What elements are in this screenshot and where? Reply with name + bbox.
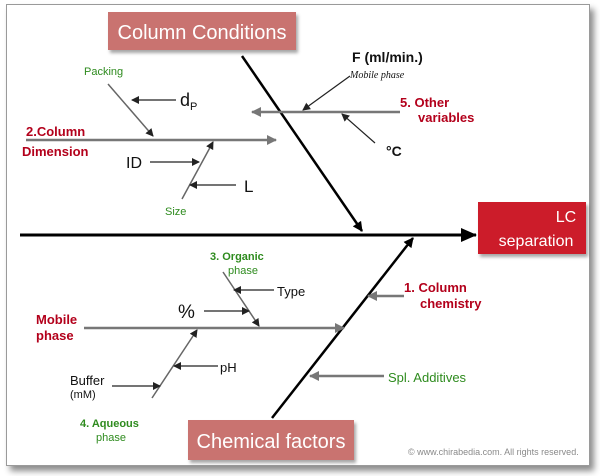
buffer-label-2: (mM): [70, 389, 96, 401]
size-branch: [181, 141, 214, 200]
organic-phase-label-1: 3. Organic: [210, 251, 264, 263]
aqueous-phase-branch: [151, 329, 198, 399]
dp-label: dP: [180, 90, 197, 113]
bottom-header-box: [188, 420, 354, 460]
bottom-header-label: Chemical factors: [197, 431, 346, 453]
packing-branch: [107, 83, 154, 137]
buffer-label-1: Buffer: [70, 373, 105, 388]
top-header-label: Column Conditions: [118, 22, 287, 44]
column-chemistry-label-1: 1. Column: [404, 280, 467, 295]
column-chemistry-label-2: chemistry: [420, 296, 482, 311]
percent-label: %: [178, 302, 195, 323]
aqueous-phase-label-1: 4. Aqueous: [80, 418, 139, 430]
mobile-phase-label-2: phase: [36, 328, 74, 343]
copyright-text: © www.chirabedia.com. All rights reserve…: [408, 447, 579, 457]
effect-label-line2: separation: [499, 233, 574, 250]
effect-box: [478, 202, 586, 254]
additives-label: Spl. Additives: [388, 370, 467, 385]
column-dimension-label-1: 2.Column: [26, 124, 85, 139]
temperature-arrow: [341, 113, 376, 144]
flow-label: F (ml/min.): [352, 49, 423, 65]
type-label: Type: [277, 284, 305, 299]
temperature-label: °C: [386, 143, 402, 159]
other-variables-label-1: 5. Other: [400, 95, 449, 110]
dp-subscript: P: [190, 101, 197, 113]
ph-label: pH: [220, 360, 237, 375]
top-bone: [240, 55, 364, 232]
column-dimension-label-2: Dimension: [22, 144, 89, 159]
packing-label: Packing: [84, 66, 123, 78]
mobile-phase-label-1: Mobile: [36, 312, 77, 327]
aqueous-phase-label-2: phase: [96, 432, 126, 444]
top-header-box: [108, 12, 296, 50]
flow-sublabel: Mobile phase: [349, 70, 405, 81]
other-variables-label-2: variables: [418, 110, 474, 125]
length-label: L: [244, 177, 253, 196]
organic-phase-label-2: phase: [228, 265, 258, 277]
size-label: Size: [165, 206, 186, 218]
flow-arrow: [302, 75, 351, 111]
effect-label-line1: LC: [556, 209, 576, 226]
dp-main: d: [180, 90, 190, 110]
id-label: ID: [126, 155, 142, 172]
organic-phase-branch: [222, 271, 260, 327]
